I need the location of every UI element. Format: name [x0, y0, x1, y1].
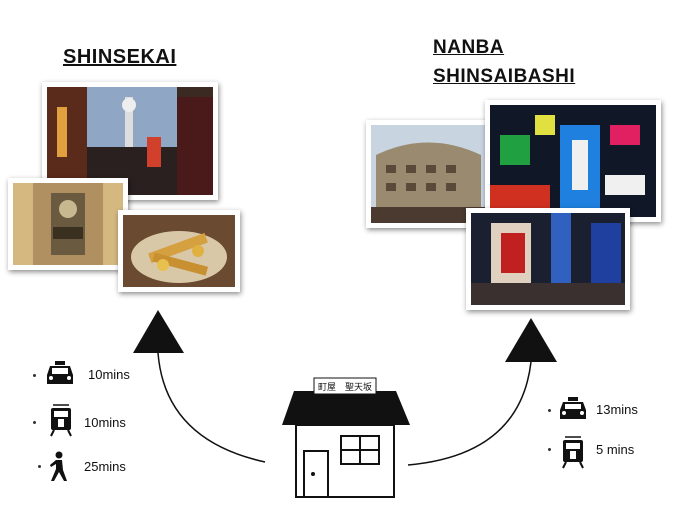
train-icon: [562, 436, 584, 469]
shinsaibashi-title: SHINSAIBASHI: [433, 66, 576, 87]
nanba-taxi-time: 13mins: [596, 402, 638, 417]
photo-nanba-building: [366, 120, 490, 228]
arrow-curve-right: [407, 361, 532, 466]
train-icon: [50, 404, 72, 437]
photo-kushikatsu: [118, 210, 240, 292]
shinsekai-train-time: 10mins: [84, 415, 126, 430]
nanba-title: NANBA: [433, 37, 505, 58]
house-icon: [282, 377, 410, 498]
photo-tsutenkaku-street: [42, 82, 218, 200]
nanba-train-time: 5 mins: [596, 442, 635, 457]
shinsekai-title: SHINSEKAI: [63, 46, 177, 68]
photo-glico-sign: [485, 100, 661, 222]
arrow-head-right: [505, 318, 557, 362]
photo-dotonbori-crab: [466, 208, 630, 310]
photo-billiken-statue: [8, 178, 128, 270]
arrow-head-left: [133, 310, 184, 353]
shinsekai-walk-time: 25mins: [84, 459, 126, 474]
shinsekai-taxi-time: 10mins: [88, 367, 130, 382]
taxi-icon: [47, 361, 73, 384]
house-sign: 町屋 聖天坂: [317, 383, 372, 393]
arrow-curve-left: [157, 352, 266, 463]
taxi-icon: [560, 397, 586, 419]
walking-person-icon: [50, 451, 67, 481]
